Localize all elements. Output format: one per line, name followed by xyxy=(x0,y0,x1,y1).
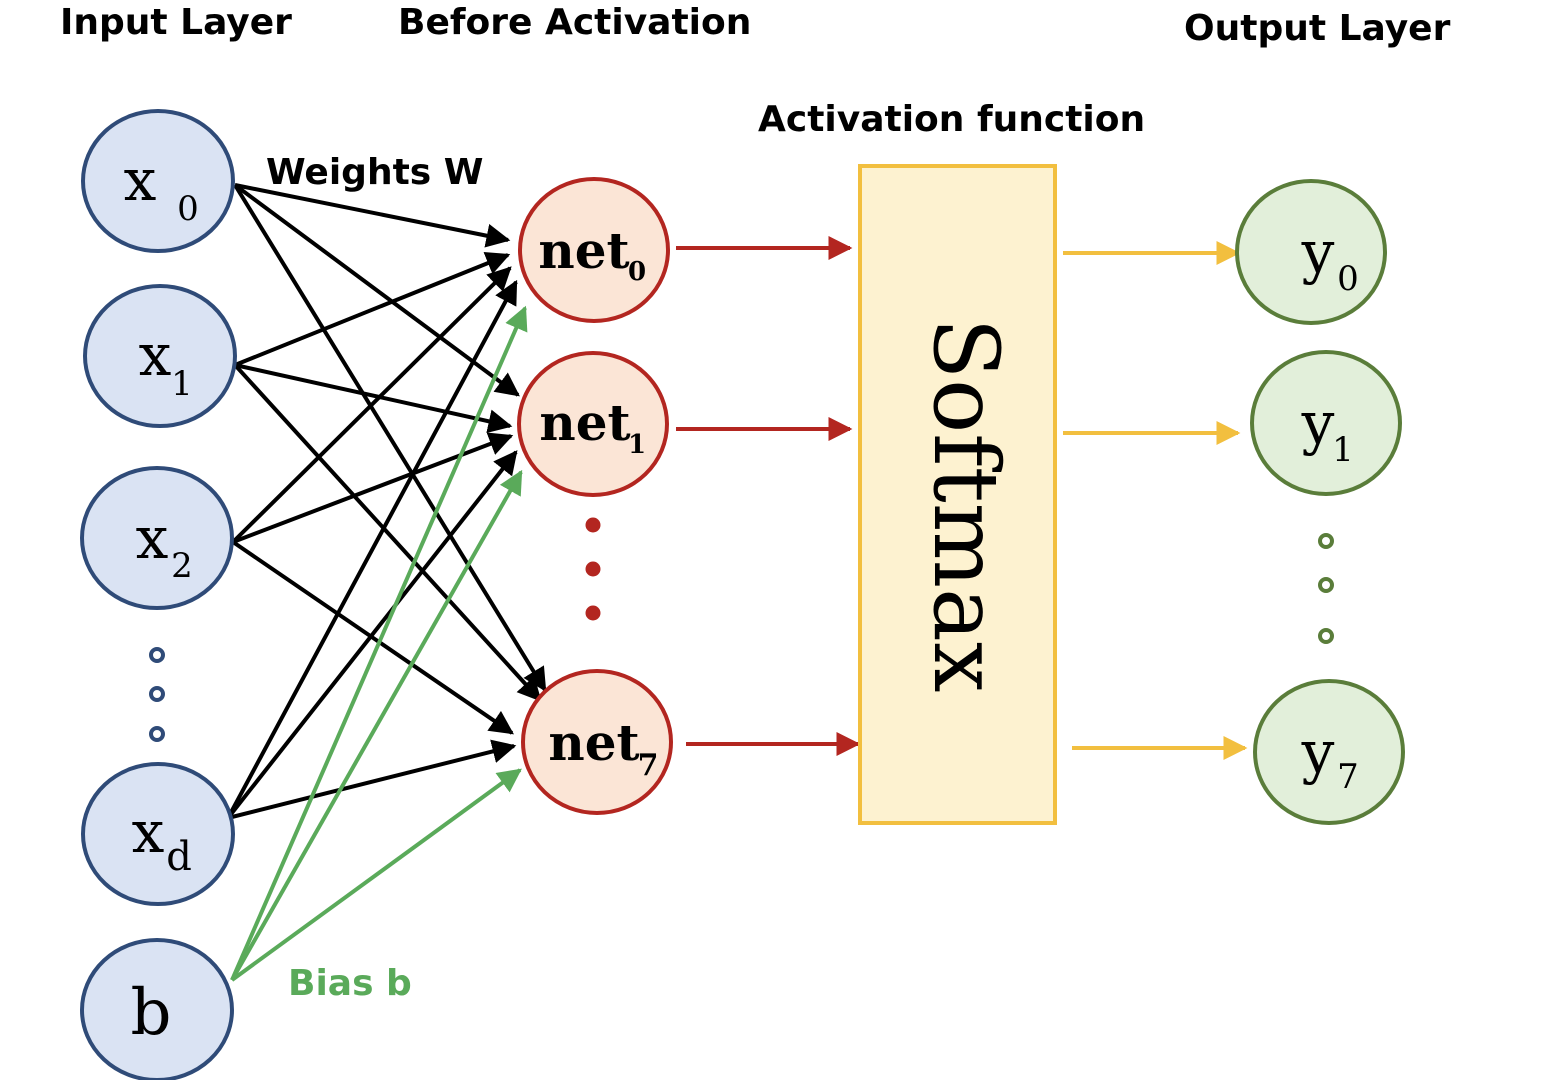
ellipsis-dot xyxy=(149,686,165,702)
input-node-x1-subscript: 1 xyxy=(171,364,193,404)
input-node-xd-label: x xyxy=(132,798,165,866)
edge-x1-net0 xyxy=(234,251,511,367)
edge-x2-net0 xyxy=(231,266,512,544)
output-node-y1-label: y xyxy=(1301,389,1335,457)
output-node-y1-subscript: 1 xyxy=(1332,430,1354,470)
net-node-1-subscript: 1 xyxy=(628,430,646,460)
edge-x2-net1 xyxy=(232,432,514,544)
input-node-xd-subscript: d xyxy=(166,834,192,880)
output-ellipsis xyxy=(1318,533,1334,644)
input-node-x0-label: x xyxy=(124,146,157,214)
output-layer-header: Output Layer xyxy=(1184,8,1451,49)
edge-x0-net0 xyxy=(234,183,511,248)
input-node-x0-subscript: 0 xyxy=(177,189,199,229)
softmax-box: Softmax xyxy=(858,164,1057,825)
input-ellipsis xyxy=(149,647,165,742)
ellipsis-dot xyxy=(1318,533,1334,549)
edge-xd-net7 xyxy=(227,739,517,820)
edge-x1-net1 xyxy=(234,363,513,434)
output-node-y7-label: y xyxy=(1301,718,1335,786)
ellipsis-dot xyxy=(1318,628,1334,644)
output-node-y1: y 1 xyxy=(1250,350,1402,496)
ellipsis-dot xyxy=(149,726,165,742)
net-node-1: net 1 xyxy=(517,351,669,497)
softmax-label: Softmax xyxy=(913,317,1018,692)
input-node-xd: x d xyxy=(81,762,235,906)
output-node-y0: y 0 xyxy=(1235,179,1387,325)
ellipsis-dot xyxy=(149,647,165,663)
net-ellipsis xyxy=(585,517,601,621)
edge-xd-net0 xyxy=(226,279,518,819)
edge-x1-net7 xyxy=(233,363,542,702)
input-node-x1-label: x xyxy=(139,321,172,389)
softmax-to-output-arrows xyxy=(1063,241,1248,760)
input-node-x2-subscript: 2 xyxy=(171,546,193,586)
edge-b-net7 xyxy=(230,768,522,982)
net-node-0: net 0 xyxy=(518,177,670,323)
net-node-7: net 7 xyxy=(521,669,673,815)
ellipsis-dot xyxy=(1318,577,1334,593)
edge-xd-net1 xyxy=(226,450,518,820)
weights-label: Weights W xyxy=(266,152,483,193)
input-node-x1: x 1 xyxy=(83,284,237,428)
net-node-0-label: net xyxy=(538,221,629,280)
ellipsis-dot xyxy=(585,561,601,577)
edge-b-net1 xyxy=(230,469,523,981)
before-activation-layer: net 0 net 1 net 7 xyxy=(517,177,673,815)
input-node-x2-label: x xyxy=(136,504,169,572)
output-node-y0-subscript: 0 xyxy=(1337,259,1359,299)
output-node-y0-label: y xyxy=(1301,218,1335,286)
input-node-x0: x 0 xyxy=(81,109,235,253)
bias-label: Bias b xyxy=(288,963,412,1004)
net-node-1-label: net xyxy=(539,393,630,452)
edge-b-net0 xyxy=(230,305,528,981)
output-node-y7-subscript: 7 xyxy=(1337,757,1359,797)
bias-node: b xyxy=(80,938,234,1080)
edge-x0-net1 xyxy=(233,183,520,397)
output-node-y7: y 7 xyxy=(1253,679,1405,825)
output-layer: y 0 y 1 y 7 xyxy=(1235,179,1405,825)
net-node-0-subscript: 0 xyxy=(628,257,646,287)
net-node-7-subscript: 7 xyxy=(638,748,659,783)
weight-edges xyxy=(226,183,547,820)
activation-function-header: Activation function xyxy=(758,99,1145,140)
input-layer: x 0 x 1 x 2 x d b xyxy=(80,109,237,1080)
net-to-softmax-arrows xyxy=(676,236,861,756)
ellipsis-dot xyxy=(585,605,601,621)
input-node-x2: x 2 xyxy=(80,466,234,610)
before-activation-header: Before Activation xyxy=(398,2,751,43)
edge-x0-net7 xyxy=(233,183,547,693)
ellipsis-dot xyxy=(585,517,601,533)
bias-edges xyxy=(230,305,528,982)
net-node-7-label: net xyxy=(548,713,639,772)
bias-node-label: b xyxy=(131,976,172,1050)
input-layer-header: Input Layer xyxy=(60,2,292,43)
